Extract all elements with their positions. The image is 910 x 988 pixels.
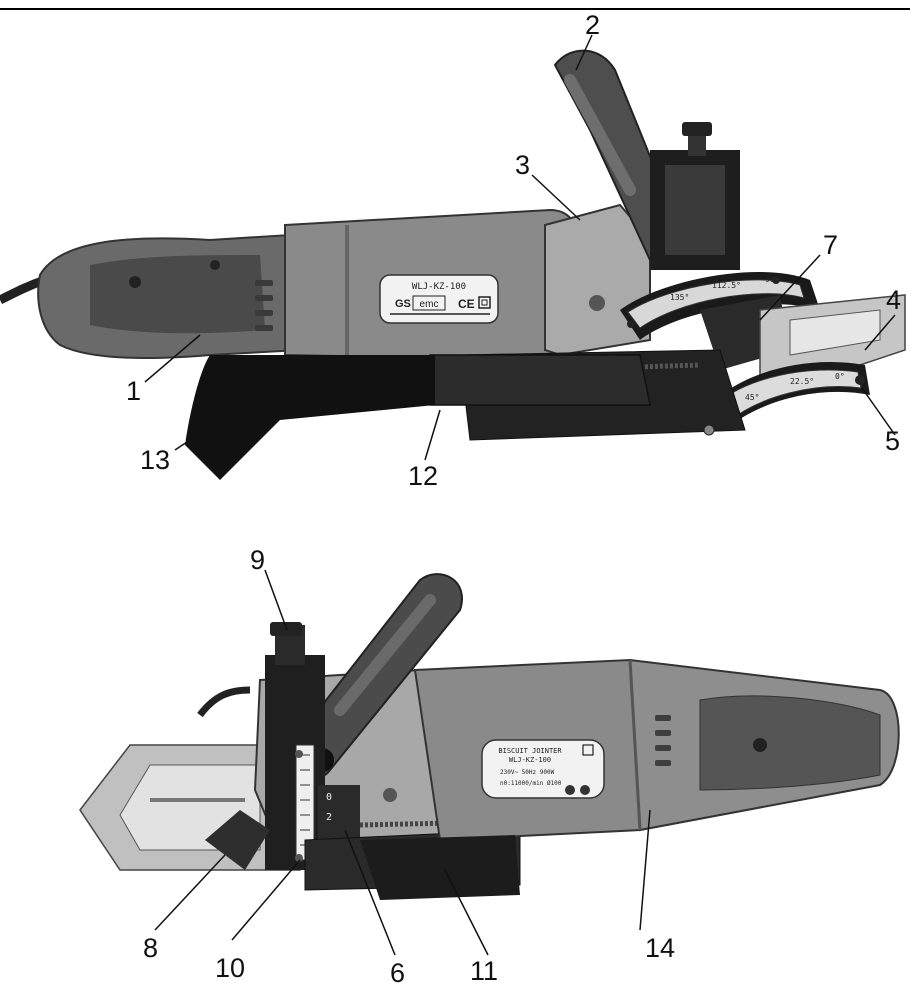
top-rule: [0, 8, 910, 10]
angle-lower-2: 22.5°: [790, 377, 814, 386]
callout-4: 4: [886, 285, 902, 315]
callout-3: 3: [515, 150, 531, 180]
angle-upper-1: 135°: [670, 293, 689, 302]
callout-9: 9: [250, 545, 266, 575]
callout-13: 13: [140, 445, 171, 475]
callout-7: 7: [823, 230, 839, 260]
depth-scale-0: 0: [326, 792, 332, 803]
callout-14: 14: [645, 933, 676, 963]
callout-6: 6: [390, 958, 406, 988]
callout-11: 11: [470, 956, 499, 986]
callout-8: 8: [143, 933, 159, 963]
callout-2: 2: [585, 10, 601, 40]
mark-gs: GS: [395, 298, 411, 310]
plate-top-model: WLJ-KZ-100: [412, 282, 466, 292]
photo-side-view: WLJ-KZ-100 GS emc CE 135° 112.5° 90°: [0, 10, 910, 490]
angle-lower-1: 45°: [745, 393, 759, 402]
plate-bottom-model: WLJ-KZ-100: [509, 756, 551, 764]
callout-10: 10: [215, 953, 246, 983]
depth-scale-2: 2: [326, 812, 332, 823]
callout-1: 1: [126, 376, 142, 406]
mark-ce: CE: [458, 297, 475, 311]
plate-bottom-spec-1: 230V~ 50Hz 900W: [500, 769, 555, 776]
angle-upper-2: 112.5°: [712, 281, 741, 290]
angle-lower-3: 0°: [835, 372, 845, 381]
callout-5: 5: [885, 426, 901, 456]
callout-12: 12: [408, 461, 439, 491]
photo-front-view: 0 2 BISCUIT JOINTER WLJ-KZ-100 230V~ 50H…: [0, 540, 910, 988]
plate-bottom-name: BISCUIT JOINTER: [498, 747, 562, 755]
plate-bottom-spec-2: n0:11000/min Ø100: [500, 780, 562, 787]
mark-emc: emc: [420, 299, 439, 310]
